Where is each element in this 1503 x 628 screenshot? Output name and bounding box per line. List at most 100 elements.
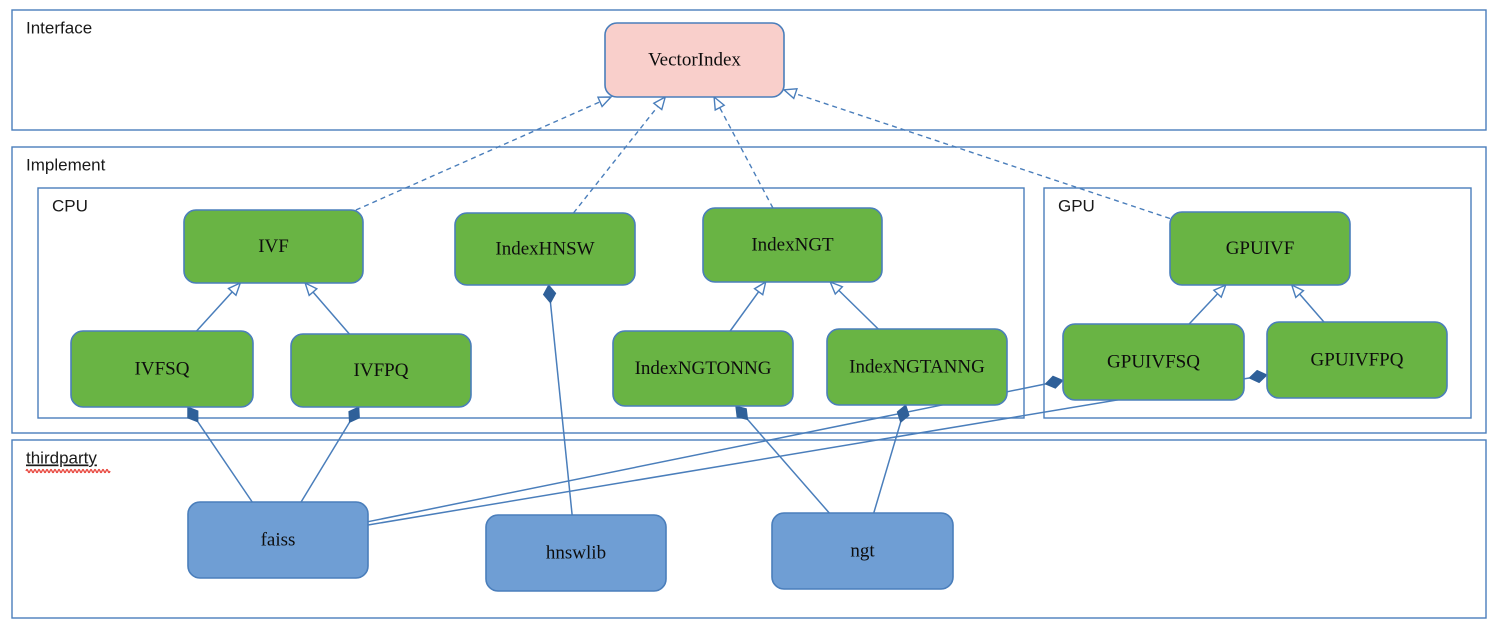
node-gpuivf[interactable]: GPUIVF xyxy=(1169,211,1351,286)
node-box-vectorindex[interactable] xyxy=(604,22,785,98)
group-label-thirdparty: thirdparty xyxy=(26,448,97,467)
edge-line-composition xyxy=(367,377,1250,526)
node-label-indexngtonng: IndexNGTONNG xyxy=(635,358,772,379)
node-label-indexngtanng: IndexNGTANNG xyxy=(849,356,985,377)
node-ivfpq[interactable]: IVFPQ xyxy=(290,333,472,408)
edges-layer xyxy=(187,88,1325,526)
edge-indexngt-to-vectorindex xyxy=(713,95,774,209)
arrowhead-hollow-triangle xyxy=(828,280,844,296)
node-ivfsq[interactable]: IVFSQ xyxy=(70,330,254,408)
arrowhead-filled-diamond xyxy=(542,284,557,304)
node-ivf[interactable]: IVF xyxy=(183,209,364,284)
node-label-hnswlib: hnswlib xyxy=(546,542,606,563)
arrowhead-hollow-triangle xyxy=(782,88,798,100)
edge-line-composition xyxy=(873,422,902,514)
edge-ngt-to-indexngtonng xyxy=(735,405,830,514)
arrowhead-filled-diamond xyxy=(1248,369,1268,384)
node-label-indexngt: IndexNGT xyxy=(751,234,834,255)
node-box-faiss[interactable] xyxy=(187,501,369,579)
edge-line-realization xyxy=(572,105,659,214)
node-label-gpuivfsq: GPUIVFSQ xyxy=(1107,351,1200,372)
arrowhead-hollow-triangle xyxy=(303,281,319,297)
group-label-cpu: CPU xyxy=(52,196,88,215)
node-label-gpuivf: GPUIVF xyxy=(1226,238,1295,259)
arrowhead-filled-diamond xyxy=(1044,375,1064,389)
arrowhead-filled-diamond xyxy=(735,405,749,421)
edge-line-composition xyxy=(197,421,253,503)
node-gpuivfpq[interactable]: GPUIVFPQ xyxy=(1266,321,1448,399)
node-indexngt[interactable]: IndexNGT xyxy=(702,207,883,283)
edge-line-realization xyxy=(719,107,774,209)
spellcheck-squiggle-thirdparty xyxy=(25,468,111,474)
node-box-hnswlib[interactable] xyxy=(485,514,667,592)
edge-ivfsq-to-ivf xyxy=(196,281,242,332)
node-label-ngt: ngt xyxy=(850,540,875,561)
edge-ngt-to-indexngtanng xyxy=(873,404,910,514)
edge-hnswlib-to-indexhnsw xyxy=(542,284,573,516)
edge-line-generalization xyxy=(838,289,879,330)
node-box-gpuivfpq[interactable] xyxy=(1266,321,1448,399)
edge-gpuivfsq-to-gpuivf xyxy=(1188,283,1227,325)
edge-line-composition xyxy=(549,302,573,516)
edge-ivfpq-to-ivf xyxy=(303,281,350,335)
group-label-interface: Interface xyxy=(26,18,92,37)
node-gpuivfsq[interactable]: GPUIVFSQ xyxy=(1062,323,1245,401)
node-label-ivfsq: IVFSQ xyxy=(135,358,190,379)
edge-line-generalization xyxy=(1188,293,1219,325)
edge-line-generalization xyxy=(196,291,233,332)
arrowhead-hollow-triangle xyxy=(1212,283,1227,299)
node-label-vectorindex: VectorIndex xyxy=(648,49,741,70)
edge-gpuivf-to-vectorindex xyxy=(782,88,1171,220)
edge-indexhnsw-to-vectorindex xyxy=(572,95,667,214)
edge-line-generalization xyxy=(729,291,760,332)
arrowhead-hollow-triangle xyxy=(1290,283,1305,299)
node-box-ivf[interactable] xyxy=(183,209,364,284)
node-label-faiss: faiss xyxy=(261,529,296,550)
edge-line-composition xyxy=(367,383,1046,523)
arrowhead-hollow-triangle xyxy=(713,95,726,112)
edge-indexngtanng-to-indexngt xyxy=(828,280,879,330)
node-ngt[interactable]: ngt xyxy=(771,512,954,590)
node-box-gpuivfsq[interactable] xyxy=(1062,323,1245,401)
edge-faiss-to-gpuivfpq xyxy=(367,369,1268,526)
edge-gpuivfpq-to-gpuivf xyxy=(1290,283,1325,323)
node-label-ivf: IVF xyxy=(258,236,289,257)
node-vectorindex[interactable]: VectorIndex xyxy=(604,22,785,98)
arrowhead-hollow-triangle xyxy=(596,96,613,108)
node-box-ivfsq[interactable] xyxy=(70,330,254,408)
node-box-indexhnsw[interactable] xyxy=(454,212,636,286)
node-hnswlib[interactable]: hnswlib xyxy=(485,514,667,592)
node-box-indexngt[interactable] xyxy=(702,207,883,283)
node-indexhnsw[interactable]: IndexHNSW xyxy=(454,212,636,286)
node-box-ivfpq[interactable] xyxy=(290,333,472,408)
arrowhead-hollow-triangle xyxy=(753,280,767,296)
node-label-indexhnsw: IndexHNSW xyxy=(495,238,594,259)
node-indexngtonng[interactable]: IndexNGTONNG xyxy=(612,330,794,407)
arrowhead-hollow-triangle xyxy=(227,281,242,297)
arrowhead-filled-diamond xyxy=(896,404,910,424)
node-faiss[interactable]: faiss xyxy=(187,501,369,579)
node-label-gpuivfpq: GPUIVFPQ xyxy=(1311,349,1404,370)
node-box-indexngtanng[interactable] xyxy=(826,328,1008,406)
arrowhead-hollow-triangle xyxy=(652,95,667,111)
edge-faiss-to-ivfpq xyxy=(300,406,360,503)
node-box-indexngtonng[interactable] xyxy=(612,330,794,407)
edge-ivf-to-vectorindex xyxy=(355,96,613,211)
arrowhead-filled-diamond xyxy=(348,406,360,424)
edge-line-generalization xyxy=(1299,293,1325,323)
edge-indexngtonng-to-indexngt xyxy=(729,280,767,332)
group-label-gpu: GPU xyxy=(1058,196,1095,215)
node-box-gpuivf[interactable] xyxy=(1169,211,1351,286)
arrowhead-filled-diamond xyxy=(187,406,199,423)
node-indexngtanng[interactable]: IndexNGTANNG xyxy=(826,328,1008,406)
edge-faiss-to-gpuivfsq xyxy=(367,375,1064,523)
edge-line-composition xyxy=(300,421,351,503)
edge-line-generalization xyxy=(312,291,350,335)
edge-faiss-to-ivfsq xyxy=(187,406,253,503)
edge-line-composition xyxy=(747,419,830,514)
node-label-ivfpq: IVFPQ xyxy=(354,360,409,381)
node-box-ngt[interactable] xyxy=(771,512,954,590)
